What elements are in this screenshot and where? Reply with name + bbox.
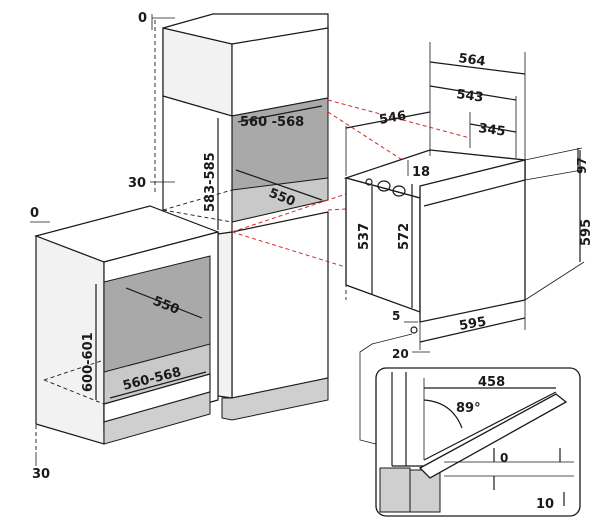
- detail-floor-block: [379, 467, 411, 513]
- dim-tall-top-clearance: 0: [138, 11, 147, 26]
- dim-detail-gap-0: 0: [500, 451, 508, 465]
- tall-cabinet-top-side: [162, 27, 233, 117]
- door-detail: 458 89° 0 10: [375, 367, 581, 517]
- oven-vent-icon: [365, 178, 373, 186]
- dim-base-niche-height: 600-601: [81, 332, 96, 392]
- dim-tall-side-offset: 30: [128, 176, 146, 191]
- dim-base-bottom-offset: 30: [32, 467, 50, 482]
- oven-knob-right-icon: [392, 185, 406, 197]
- dim-oven-body-depth: 543: [455, 87, 484, 106]
- dim-detail-gap-10: 10: [536, 497, 554, 512]
- dim-oven-total-height: 595: [579, 219, 594, 246]
- base-cabinet: [34, 205, 220, 450]
- dim-oven-body-height: 572: [397, 223, 412, 250]
- tall-cabinet-plinth: [221, 377, 329, 421]
- dim-base-top-clearance: 0: [30, 206, 39, 221]
- tall-cabinet-lower-side: [217, 231, 233, 399]
- dim-oven-width: 595: [458, 314, 487, 333]
- dim-tall-niche-height: 583-585: [203, 152, 218, 212]
- base-cabinet-plinth: [103, 391, 211, 445]
- dim-oven-inner-height: 537: [357, 223, 372, 250]
- dim-oven-gap-5: 5: [392, 309, 400, 323]
- dim-oven-depth-546: 546: [378, 108, 407, 127]
- dim-oven-top-height: 97: [575, 157, 589, 174]
- tall-cabinet-lower-face: [231, 211, 329, 399]
- dim-oven-offset-18: 18: [412, 165, 430, 180]
- dim-detail-angle: 89°: [456, 401, 481, 416]
- dim-tall-niche-width: 560 -568: [240, 115, 304, 130]
- oven-dimensions: 564 543 546 345 18 97 595 572 537 595 5 …: [345, 42, 594, 445]
- dim-detail-door-width: 458: [478, 375, 505, 390]
- dim-oven-front-20: 20: [392, 347, 409, 361]
- tall-cabinet-dimensions: 0 30 560 -568 583-585 550: [128, 11, 323, 230]
- detail-plinth-block: [409, 469, 441, 513]
- oven-knob-left-icon: [377, 180, 391, 192]
- dim-oven-total-depth: 564: [457, 51, 486, 70]
- detail-open-door: [418, 393, 568, 479]
- dim-oven-depth-345: 345: [477, 121, 506, 140]
- detail-marker-icon: [410, 326, 418, 334]
- oven: [343, 149, 526, 323]
